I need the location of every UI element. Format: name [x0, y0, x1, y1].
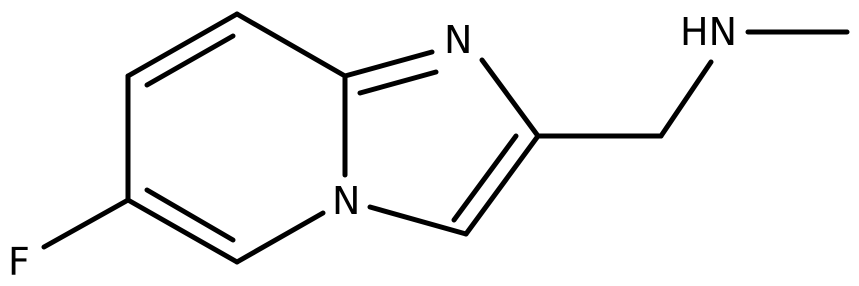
bond-c6-c5-inner	[144, 187, 236, 243]
bond-c8-c7-inner	[144, 33, 236, 88]
bond-c2-c3-inner	[451, 133, 519, 223]
atom-label-bridgehead-nitrogen: N	[332, 179, 360, 223]
atom-label-imine-nitrogen: N	[444, 18, 472, 62]
bond-c3-n4	[367, 204, 469, 237]
bond-c6-c5	[125, 197, 240, 265]
bond-c2-c3	[463, 133, 541, 237]
bond-ch2-nh	[658, 59, 714, 139]
bond-c8a-n1-double-inner	[357, 69, 439, 96]
bond-c8a-n1-double	[342, 49, 435, 79]
bond-n1-c2	[479, 57, 541, 139]
bond-c8-c7	[125, 11, 240, 79]
atom-label-fluorine: F	[8, 240, 30, 284]
bond-c8-c8a	[234, 11, 348, 79]
bond-c5-n4	[234, 210, 326, 265]
bond-c6-f	[41, 197, 131, 250]
atom-label-amine-nh: HN	[680, 10, 737, 54]
